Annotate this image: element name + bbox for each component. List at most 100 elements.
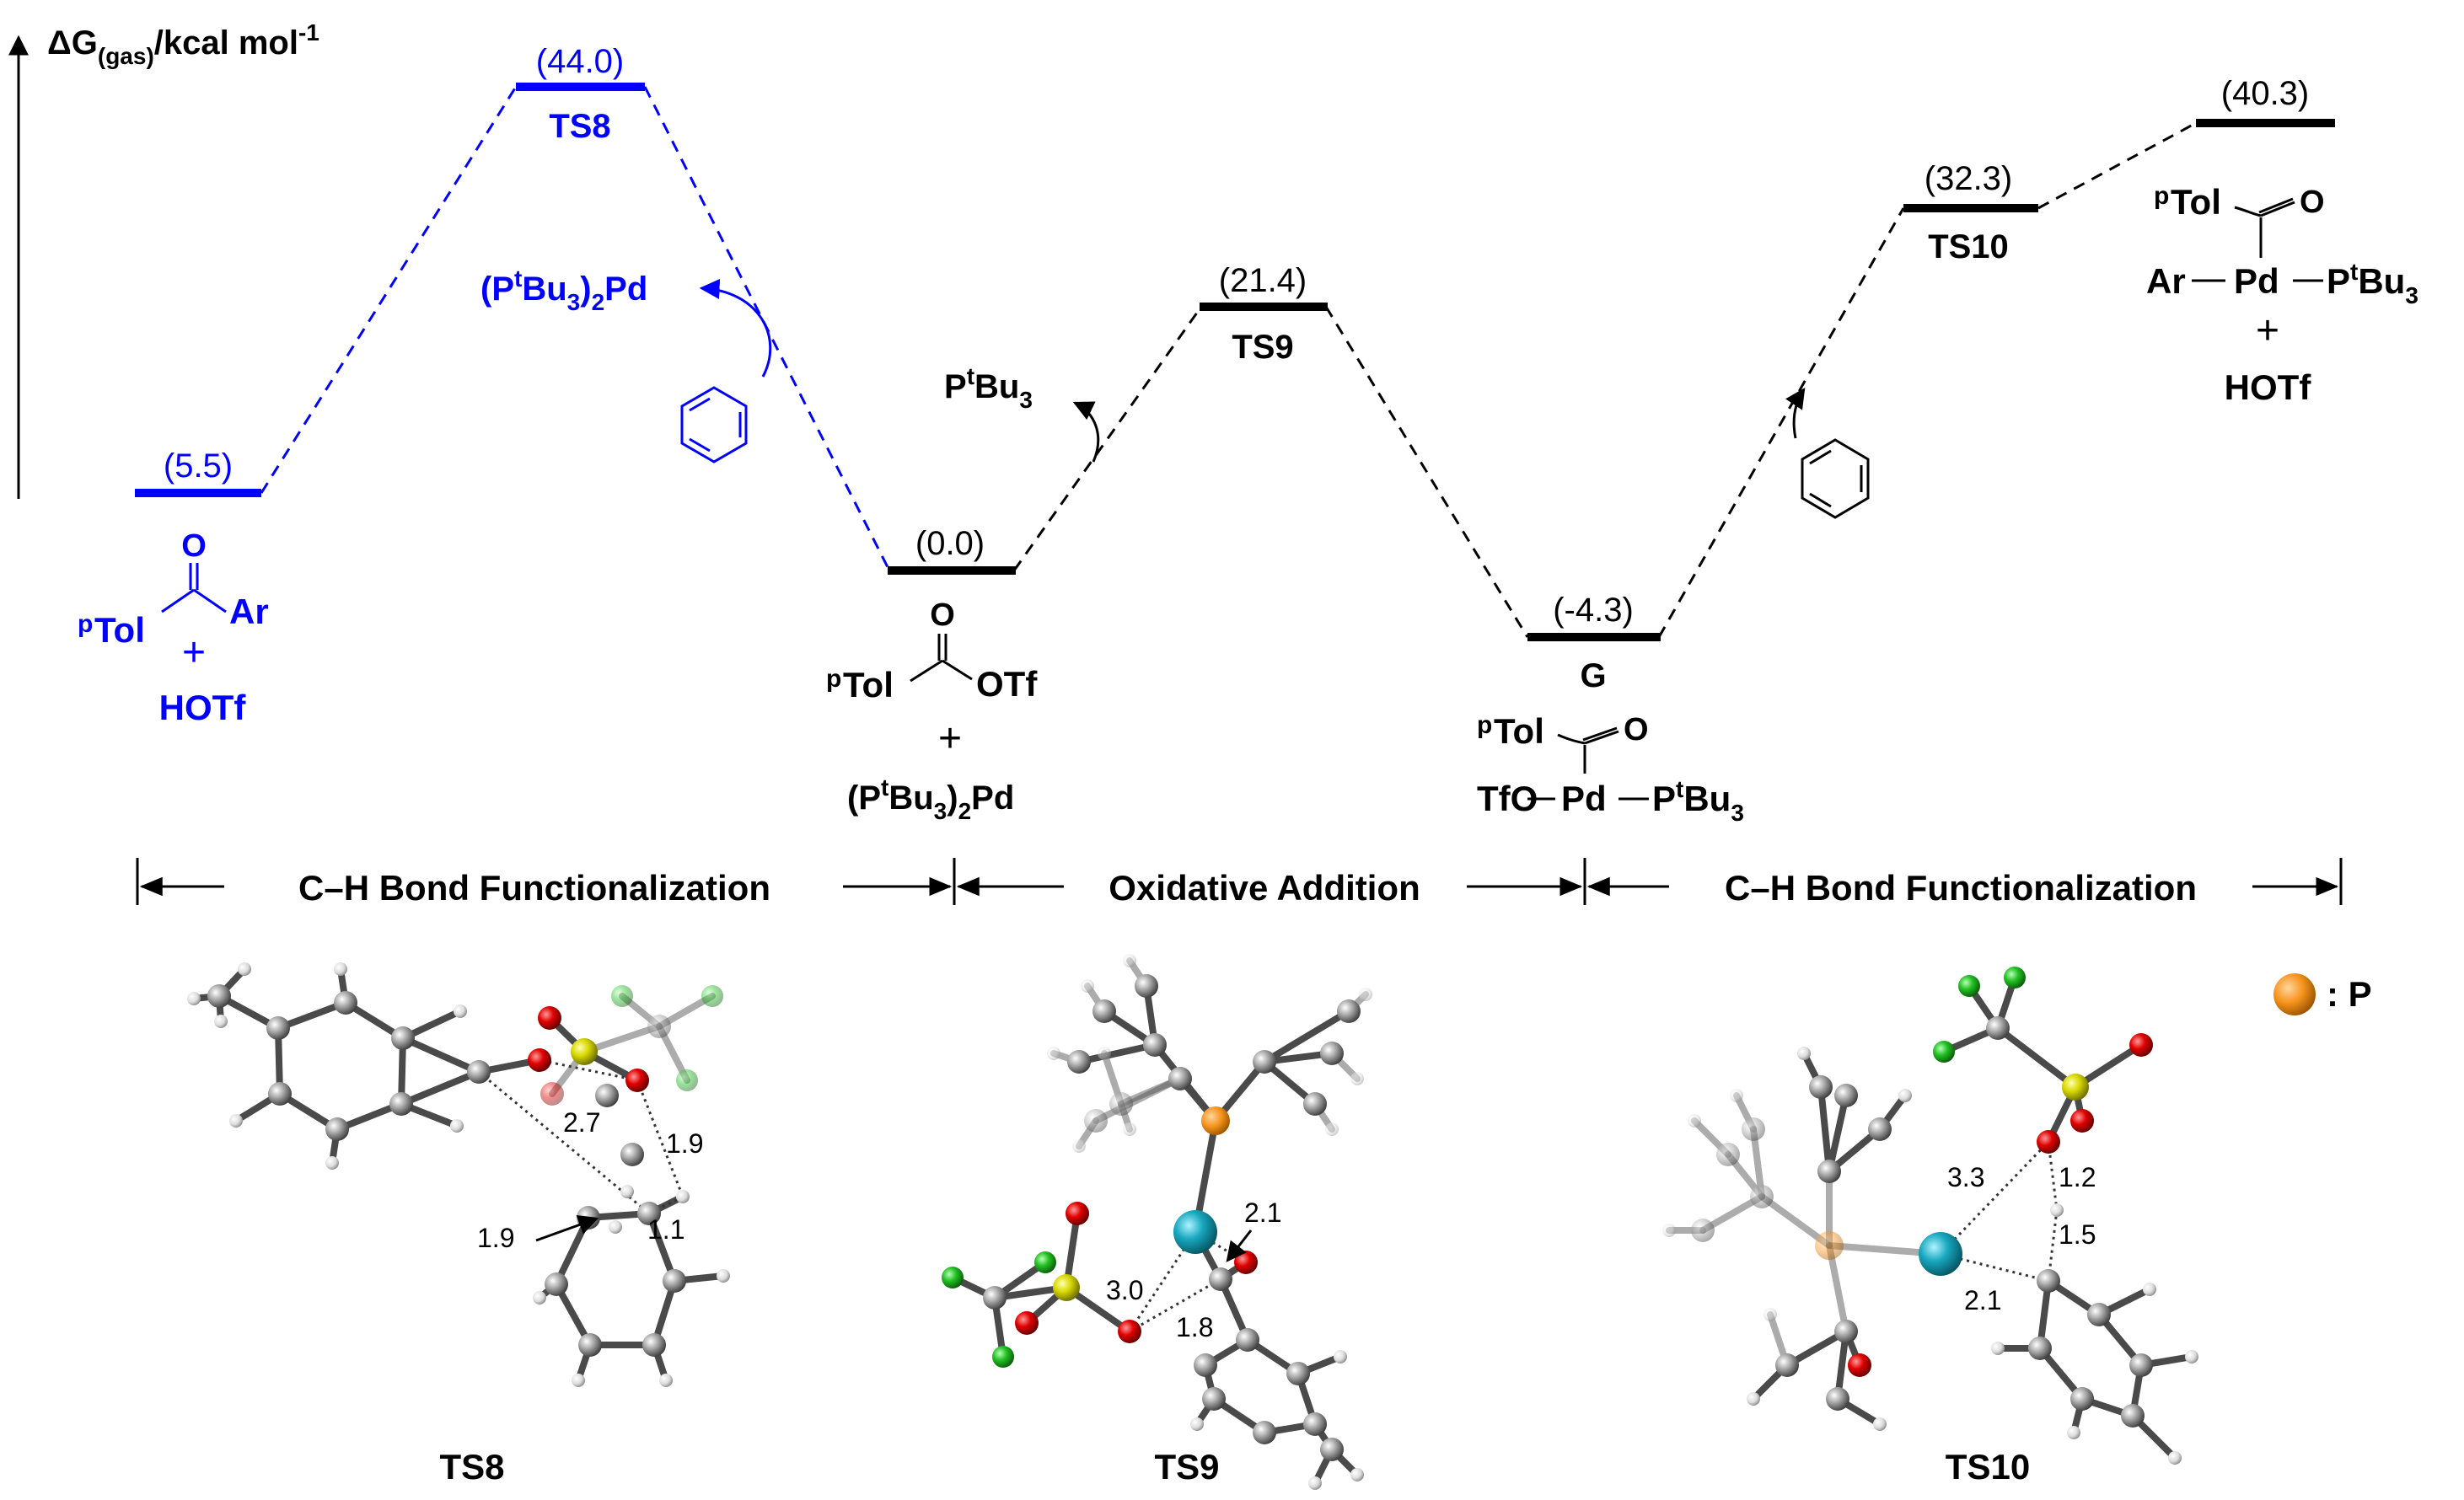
carbon-atom xyxy=(334,991,357,1015)
hydrogen-atom xyxy=(1098,1047,1111,1060)
hydrogen-atom xyxy=(1123,1122,1136,1136)
level-ts9-name: TS9 xyxy=(1232,329,1293,366)
start-ar: Ar xyxy=(229,592,269,631)
oxygen-atom xyxy=(1066,1202,1089,1225)
carbon-atom xyxy=(637,1202,661,1225)
oxygen-atom xyxy=(2037,1130,2060,1154)
hydrogen-atom xyxy=(1047,1047,1060,1060)
ts8-distances: 2.7 1.9 1.9 1.1 xyxy=(477,1107,703,1253)
carbon-atom xyxy=(1303,1092,1327,1116)
carbon-atom xyxy=(1320,1042,1344,1065)
end-ar: Ar xyxy=(2146,261,2186,301)
int0-pd: (PtBu3)2Pd xyxy=(847,774,1014,824)
structure-label-ts10: TS10 xyxy=(1946,1447,2030,1487)
carbon-atom xyxy=(1817,1160,1841,1183)
fluorine-atom xyxy=(1958,975,1980,997)
black-benzene xyxy=(1801,438,1870,519)
distance-line xyxy=(2047,1141,2059,1211)
ts8-dist-2: 1.9 xyxy=(666,1128,703,1159)
carbon-atom xyxy=(1236,1328,1259,1352)
hydrogen-atom xyxy=(2050,1203,2064,1217)
level-ts9: (21.4) TS9 xyxy=(1200,262,1328,366)
ts9-dist-1: 2.1 xyxy=(1244,1197,1281,1228)
ts9-dist-3: 1.8 xyxy=(1176,1312,1213,1342)
start-ptol: Tol xyxy=(94,610,145,650)
hydrogen-atom xyxy=(609,1220,622,1234)
oxygen-atom xyxy=(1015,1311,1039,1335)
level-g-name: G xyxy=(1580,657,1606,694)
hydrogen-atom xyxy=(1662,1224,1676,1237)
hydrogen-atom xyxy=(572,1374,585,1387)
bond xyxy=(1994,1025,2079,1090)
oxygen-atom xyxy=(625,1069,649,1092)
section-bar xyxy=(136,858,2343,905)
molecule-ts9 xyxy=(942,954,1372,1490)
carbon-atom xyxy=(467,1060,491,1084)
blue-pd-leaving: (PtBu3)2Pd xyxy=(480,265,772,378)
black-pathway xyxy=(1012,121,2197,638)
carbon-atom xyxy=(1868,1117,1892,1141)
end-hotf: HOTf xyxy=(2225,367,2312,407)
bond xyxy=(1092,1075,1184,1124)
carbon-atom xyxy=(1194,1353,1217,1377)
hydrogen-atom xyxy=(1747,1392,1760,1406)
carbon-atom xyxy=(1834,1084,1858,1107)
molecule-ts8 xyxy=(187,962,730,1387)
palladium-atom xyxy=(1919,1232,1962,1276)
axis-unit: /kcal mol xyxy=(154,24,298,62)
start-plus: + xyxy=(182,630,206,675)
bond xyxy=(1076,1042,1158,1065)
ptbu3-leaving: PtBu3 xyxy=(944,363,1100,463)
fluorine-atom xyxy=(1933,1041,1955,1063)
hydrogen-atom xyxy=(1991,1342,2005,1355)
carbon-atom xyxy=(1209,1267,1232,1291)
section-label-ch-1: C–H Bond Functionalization xyxy=(298,868,770,908)
g-structure: p Tol O TfO Pd PtBu3 xyxy=(1477,711,1744,826)
start-structure: O p Tol Ar + HOTf xyxy=(78,528,269,727)
hydrogen-atom xyxy=(229,1114,243,1128)
hydrogen-atom xyxy=(1763,1308,1777,1321)
fluorine-atom xyxy=(676,1069,698,1091)
palladium-atom xyxy=(1173,1210,1217,1254)
ts9-distances: 2.1 3.0 1.8 xyxy=(1106,1197,1281,1342)
carbon-atom xyxy=(1253,1421,1276,1444)
structure-label-ts9: TS9 xyxy=(1154,1447,1219,1487)
hydrogen-atom xyxy=(334,962,347,976)
carbon-atom xyxy=(391,1026,415,1050)
hydrogen-atom xyxy=(1308,1476,1322,1490)
hydrogen-atom xyxy=(1688,1114,1701,1128)
carbon-atom xyxy=(620,1143,644,1166)
end-pd: Pd xyxy=(2234,261,2279,301)
g-o: O xyxy=(1624,712,1649,747)
fluorine-atom xyxy=(1034,1251,1056,1273)
fluorine-atom xyxy=(701,985,723,1007)
hydrogen-atom xyxy=(187,992,201,1005)
carbon-atom xyxy=(2087,1303,2111,1326)
blue-pd-label: (PtBu3)2Pd xyxy=(480,265,647,315)
ts10-dist-2: 1.2 xyxy=(2059,1162,2096,1192)
distance-line xyxy=(539,1058,638,1082)
carbon-atom xyxy=(2037,1269,2060,1293)
carbon-atom xyxy=(545,1272,568,1296)
g-ptbu3: PtBu3 xyxy=(1652,776,1744,826)
carbon-atom xyxy=(2129,1353,2153,1377)
carbon-atom xyxy=(1084,1109,1108,1133)
hydrogen-atom xyxy=(450,1119,464,1133)
oxygen-atom xyxy=(1118,1320,1141,1343)
carbon-atom xyxy=(2028,1337,2052,1360)
hydrogen-atom xyxy=(2168,1451,2182,1465)
distance-line xyxy=(2047,1209,2059,1282)
g-ptol-sup: p xyxy=(1477,711,1492,739)
bond xyxy=(275,999,349,1031)
fluorine-atom xyxy=(2004,967,2026,988)
legend-p-label: : P xyxy=(2327,974,2372,1014)
oxygen-atom xyxy=(2070,1109,2094,1133)
carbon-atom xyxy=(266,1016,290,1040)
molecule-ts10 xyxy=(1662,967,2198,1465)
hydrogen-atom xyxy=(214,1015,228,1028)
end-ptol: Tol xyxy=(2171,182,2221,222)
carbon-atom xyxy=(578,1333,602,1357)
carbon-atom xyxy=(389,1092,413,1116)
level-ts8-name: TS8 xyxy=(549,108,610,145)
